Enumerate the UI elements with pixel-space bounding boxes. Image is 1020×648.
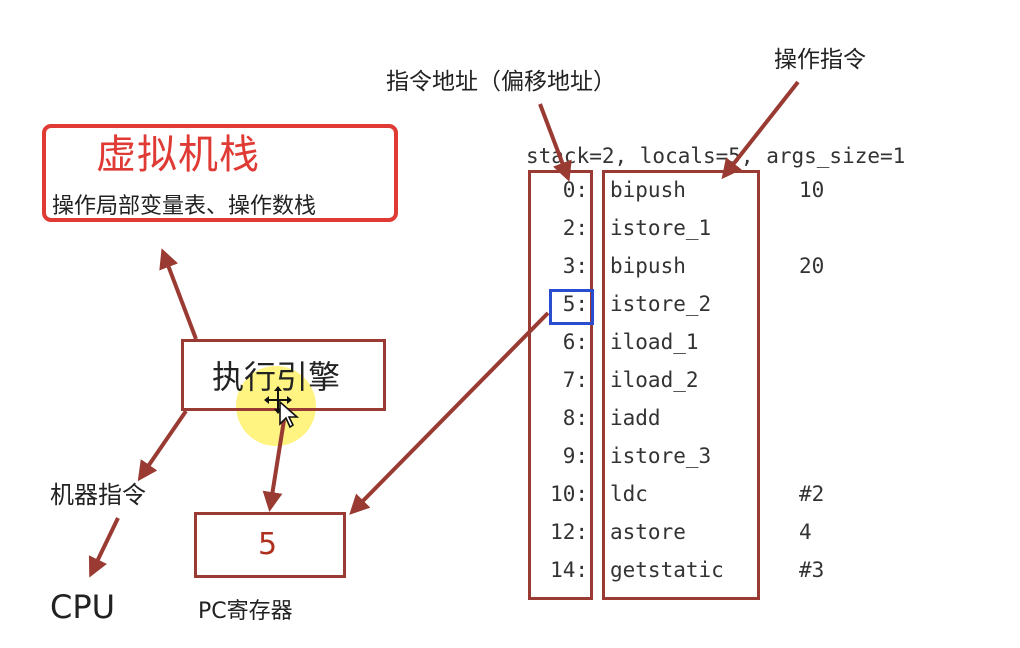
bytecode-address: 12: bbox=[550, 520, 588, 544]
current-address-highlight bbox=[549, 289, 594, 325]
bytecode-opcode: getstatic bbox=[610, 558, 724, 582]
bytecode-opcode: iload_2 bbox=[610, 368, 699, 392]
bytecode-address: 9: bbox=[562, 444, 588, 468]
bytecode-opcode: istore_1 bbox=[610, 216, 712, 240]
bytecode-address: 6: bbox=[562, 330, 588, 354]
bytecode-argument: 4 bbox=[799, 520, 812, 544]
pc-register-value: 5 bbox=[258, 527, 278, 562]
cpu-label: CPU bbox=[50, 588, 116, 626]
bytecode-address: 7: bbox=[562, 368, 588, 392]
bytecode-opcode: istore_2 bbox=[610, 292, 712, 316]
bytecode-opcode: iadd bbox=[610, 406, 661, 430]
arrow-engine-to-vmstack bbox=[159, 248, 198, 340]
pc-register-box bbox=[194, 512, 346, 578]
bytecode-address: 14: bbox=[550, 558, 588, 582]
arrow-address-to-pc bbox=[349, 311, 550, 515]
bytecode-address: 5: bbox=[562, 292, 588, 316]
vm-stack-subtitle: 操作局部变量表、操作数栈 bbox=[52, 194, 317, 219]
arrow-op-caption bbox=[721, 80, 800, 180]
bytecode-opcode: istore_3 bbox=[610, 444, 712, 468]
bytecode-opcode: ldc bbox=[610, 482, 648, 506]
machine-instruction-label: 机器指令 bbox=[50, 481, 146, 509]
arrow-engine-to-machine bbox=[137, 409, 188, 482]
vm-stack-box bbox=[42, 124, 398, 222]
operation-caption: 操作指令 bbox=[774, 47, 866, 73]
bytecode-argument: #3 bbox=[799, 558, 825, 582]
bytecode-argument: #2 bbox=[799, 482, 825, 506]
vm-stack-title: 虚拟机栈 bbox=[96, 132, 260, 178]
cursor-highlight bbox=[236, 366, 316, 446]
bytecode-opcode: iload_1 bbox=[610, 330, 699, 354]
arrow-machine-to-cpu bbox=[88, 517, 120, 578]
bytecode-address: 10: bbox=[550, 482, 588, 506]
bytecode-opcode: astore bbox=[610, 520, 686, 544]
arrow-addr-caption bbox=[538, 103, 572, 182]
instruction-column-box bbox=[602, 170, 760, 600]
bytecode-opcode: bipush bbox=[610, 254, 686, 278]
bytecode-argument: 10 bbox=[799, 178, 825, 202]
bytecode-header: stack=2, locals=5, args_size=1 bbox=[526, 144, 906, 168]
move-cursor-icon bbox=[264, 386, 300, 429]
address-caption: 指令地址（偏移地址） bbox=[386, 69, 616, 95]
arrow-engine-to-pc bbox=[262, 419, 286, 512]
bytecode-address: 8: bbox=[562, 406, 588, 430]
bytecode-opcode: bipush bbox=[610, 178, 686, 202]
bytecode-address: 0: bbox=[562, 178, 588, 202]
bytecode-address: 2: bbox=[562, 216, 588, 240]
bytecode-argument: 20 bbox=[799, 254, 825, 278]
bytecode-address: 3: bbox=[562, 254, 588, 278]
pc-register-label: PC寄存器 bbox=[198, 599, 293, 624]
